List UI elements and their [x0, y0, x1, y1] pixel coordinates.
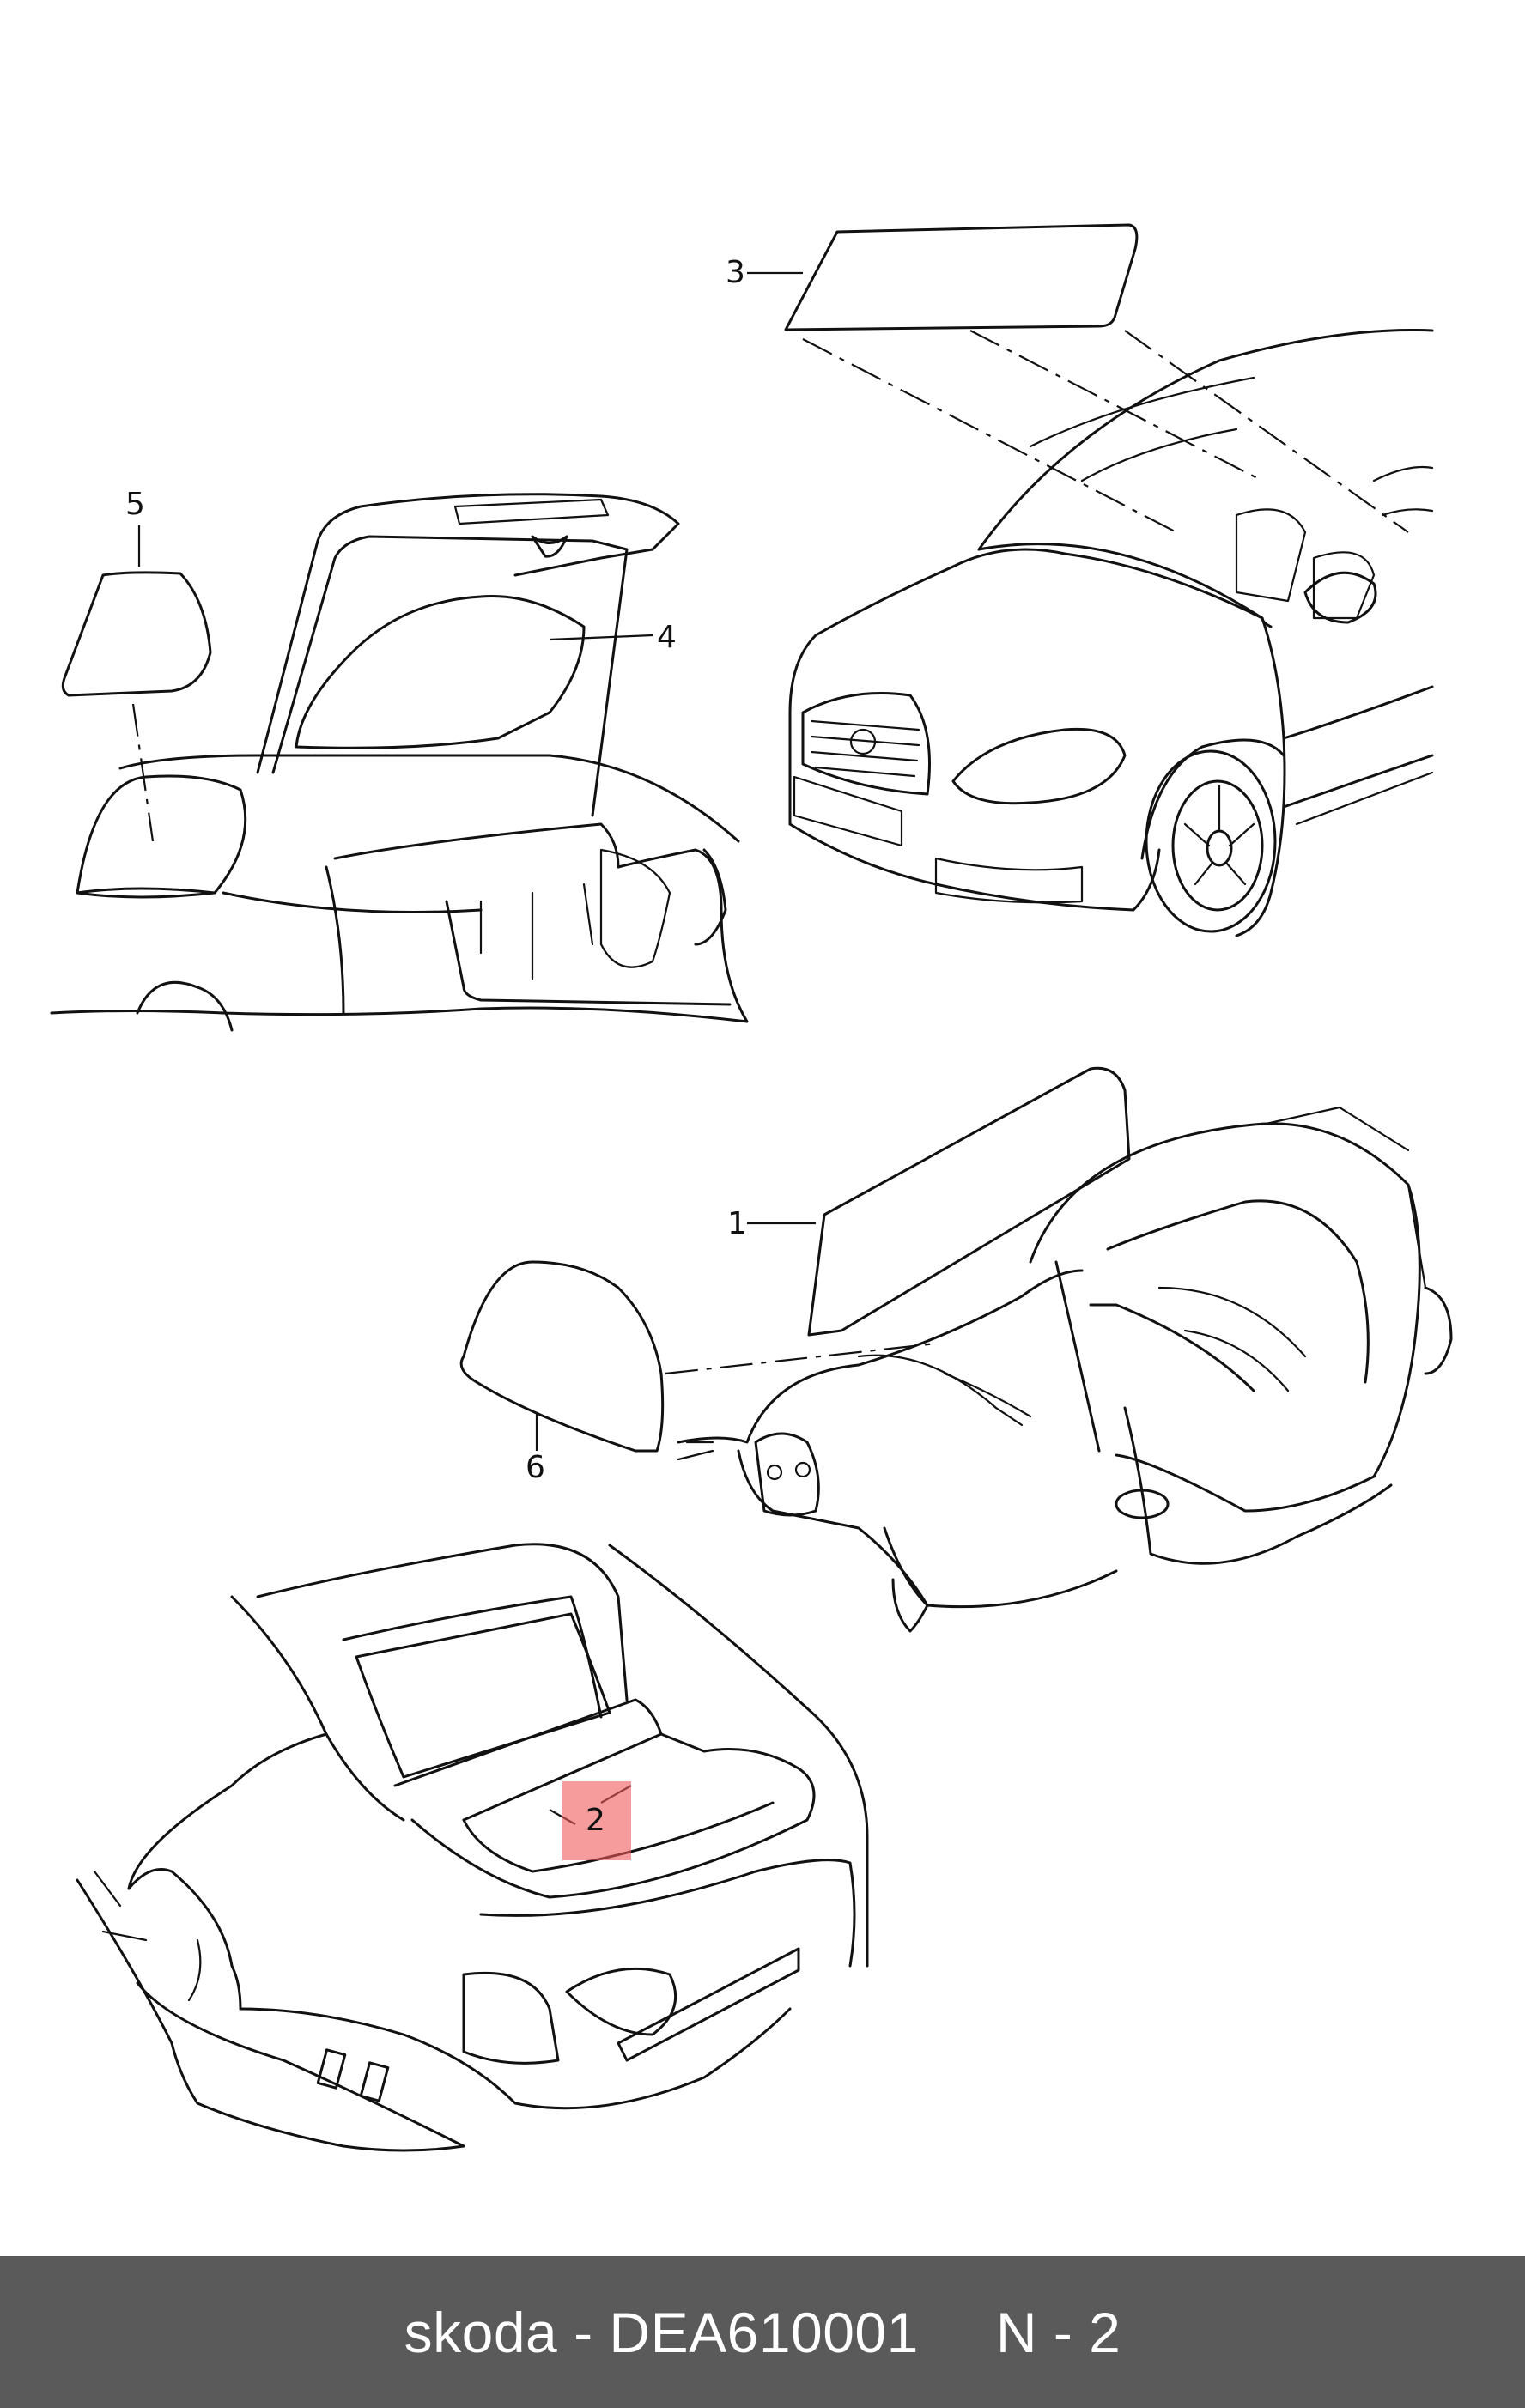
- callout-3: 3: [726, 255, 745, 290]
- dash-line-6: [665, 1342, 937, 1375]
- footer-bar: skoda - DEA610001 N - 2: [0, 2256, 1525, 2408]
- net-3: [784, 223, 1139, 331]
- net-2-mesh: [355, 1612, 611, 1779]
- hatchback-rear-body: [677, 1106, 1453, 1633]
- callout-4: 4: [657, 620, 677, 655]
- position-text: N - 2: [995, 2300, 1121, 2364]
- callout-1: 1: [727, 1206, 747, 1241]
- dash-line-3c: [1124, 330, 1409, 533]
- hatchback-front-car: [788, 328, 1434, 937]
- sedan-open-trunk: [50, 493, 749, 1032]
- part-number-text: DEA610001: [609, 2300, 919, 2364]
- leader-4: [549, 634, 653, 641]
- dash-line-5: [131, 703, 155, 842]
- callout-2: 2: [586, 1803, 605, 1838]
- brand-separator: -: [574, 2300, 593, 2364]
- net-4-mesh: [295, 594, 586, 749]
- callout-6: 6: [526, 1450, 545, 1485]
- dash-line-3a: [802, 338, 1177, 533]
- net-6: [459, 1260, 665, 1453]
- sedan-trunk-bottom: [76, 1543, 869, 2152]
- dash-line-3b: [969, 330, 1263, 482]
- net-5: [61, 571, 212, 697]
- parts-diagram: 5 3 4 1 6 2: [50, 223, 1453, 2152]
- callout-2-highlight: [562, 1781, 631, 1860]
- net-1: [807, 1066, 1131, 1337]
- parts-diagram-drawing: [50, 223, 1453, 2152]
- brand-text: skoda: [404, 2300, 558, 2364]
- callout-5: 5: [125, 487, 145, 522]
